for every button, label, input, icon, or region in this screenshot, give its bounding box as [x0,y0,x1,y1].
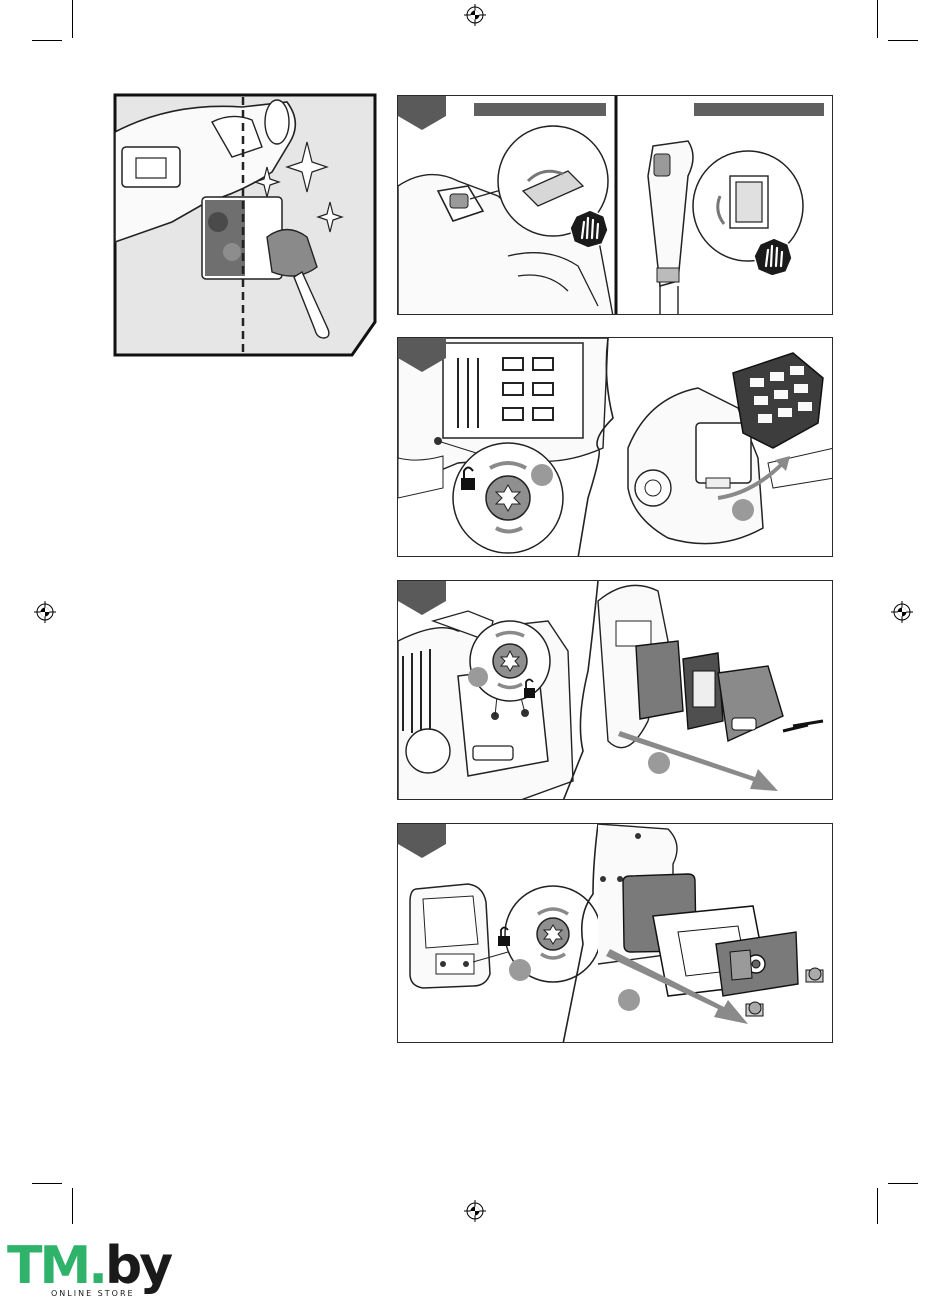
crop-mark [877,1188,878,1224]
step-marker-icon [398,338,446,374]
step-marker-icon [398,96,446,132]
crop-mark [32,40,62,41]
crop-mark [877,0,878,38]
step-marker-icon [398,824,446,860]
crop-mark [888,40,918,41]
registration-mark-icon [464,1200,486,1222]
store-logo: TM.by ONLINE STORE [7,1236,167,1302]
logo-part-tm: TM [7,1236,88,1296]
logo-dot: . [88,1236,105,1296]
step-2-figure [397,337,833,557]
step-1a-header-bar [474,103,606,116]
clean-muffler-figure [112,92,378,358]
crop-mark [888,1183,918,1184]
stop-hand-icon [754,238,792,276]
step-1-figure [397,95,833,315]
step-1b-header-bar [694,103,824,116]
logo-tagline: ONLINE STORE [51,1289,135,1298]
step-4-figure [397,823,833,1043]
crop-mark [32,1183,62,1184]
logo-part-by: by [105,1236,170,1296]
step-3-figure [397,580,833,800]
step-marker-icon [398,581,446,617]
crop-mark [72,0,73,38]
registration-mark-icon [464,4,486,26]
stop-hand-icon [570,210,608,248]
registration-mark-icon [891,601,913,623]
crop-mark [72,1188,73,1224]
registration-mark-icon [34,601,56,623]
logo-wordmark: TM.by [7,1236,170,1296]
